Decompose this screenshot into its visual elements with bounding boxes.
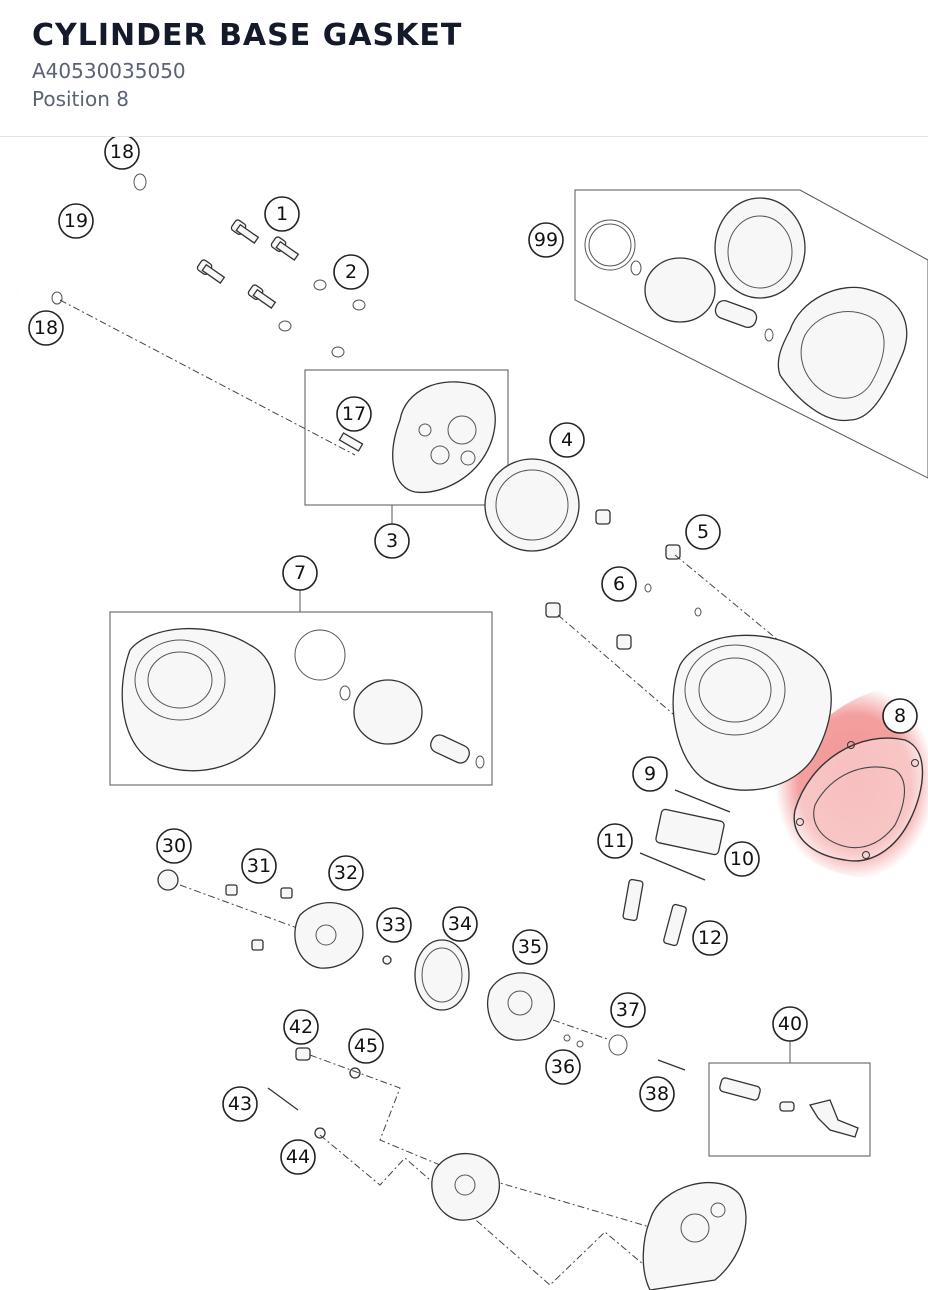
svg-text:37: 37: [616, 999, 640, 1021]
svg-text:7: 7: [294, 562, 306, 584]
actuator-linkage: [267, 1047, 747, 1290]
cylinder-head-bolts: [196, 219, 300, 309]
svg-text:18: 18: [34, 317, 58, 339]
coolant-hose: [6, 171, 204, 305]
svg-text:38: 38: [645, 1083, 669, 1105]
callout-18b[interactable]: 18: [28, 310, 64, 346]
callout-36[interactable]: 36: [545, 1049, 581, 1085]
callout-30[interactable]: 30: [156, 828, 192, 864]
svg-text:1: 1: [276, 203, 288, 225]
svg-text:31: 31: [247, 855, 271, 877]
callout-40[interactable]: 40: [772, 1006, 808, 1042]
cylinder-kit-box: [109, 611, 493, 786]
part-header: CYLINDER BASE GASKET A40530035050 Positi…: [0, 0, 928, 137]
callout-1[interactable]: 1: [264, 196, 300, 232]
callout-5[interactable]: 5: [685, 514, 721, 550]
part-title: CYLINDER BASE GASKET: [32, 18, 463, 53]
svg-text:33: 33: [382, 914, 406, 936]
svg-text:35: 35: [518, 936, 542, 958]
callout-3[interactable]: 3: [374, 523, 410, 559]
power-valve-cover-parts: [157, 869, 686, 1071]
callout-99[interactable]: 99: [528, 222, 564, 258]
svg-text:2: 2: [345, 261, 357, 283]
callout-35[interactable]: 35: [512, 929, 548, 965]
callout-9[interactable]: 9: [632, 756, 668, 792]
callout-10[interactable]: 10: [724, 841, 760, 877]
callout-32[interactable]: 32: [328, 855, 364, 891]
svg-text:43: 43: [228, 1093, 252, 1115]
callout-18[interactable]: 18: [104, 137, 140, 170]
cylinder-nuts: [545, 509, 702, 650]
gasket-kit-box: [574, 189, 928, 479]
head-gasket: [484, 458, 580, 552]
svg-text:32: 32: [334, 862, 358, 884]
cylinder-head-box: [304, 369, 509, 506]
svg-text:45: 45: [354, 1035, 378, 1057]
callout-8[interactable]: 8: [882, 698, 918, 734]
svg-text:40: 40: [778, 1013, 802, 1035]
callout-4[interactable]: 4: [549, 422, 585, 458]
callout-12[interactable]: 12: [692, 920, 728, 956]
cylinder-base-gasket: [793, 737, 924, 862]
callout-31[interactable]: 31: [241, 848, 277, 884]
part-number: A40530035050: [32, 59, 186, 83]
callout-11[interactable]: 11: [597, 823, 633, 859]
callout-37[interactable]: 37: [610, 992, 646, 1028]
valve-actuator-box: [708, 1062, 871, 1157]
callout-38[interactable]: 38: [639, 1076, 675, 1112]
svg-text:4: 4: [561, 429, 573, 451]
svg-text:19: 19: [64, 210, 88, 232]
callout-44[interactable]: 44: [280, 1139, 316, 1175]
callout-19[interactable]: 19: [58, 203, 94, 239]
svg-text:17: 17: [342, 403, 366, 425]
exploded-parts-diagram: 18 19 1 2 18 99 17 3 4 5 6 7 8 9 10 11 1…: [6, 137, 928, 1290]
svg-text:18: 18: [110, 141, 134, 163]
callout-33[interactable]: 33: [376, 907, 412, 943]
svg-text:11: 11: [603, 830, 627, 852]
svg-text:44: 44: [286, 1146, 310, 1168]
cylinder: [672, 634, 832, 791]
callout-34[interactable]: 34: [442, 906, 478, 942]
svg-text:42: 42: [289, 1016, 313, 1038]
svg-text:6: 6: [613, 573, 625, 595]
part-position: Position 8: [32, 87, 129, 111]
svg-text:30: 30: [162, 835, 186, 857]
svg-text:5: 5: [697, 521, 709, 543]
svg-text:9: 9: [644, 763, 656, 785]
svg-text:3: 3: [386, 530, 398, 552]
svg-text:34: 34: [448, 913, 472, 935]
callout-43[interactable]: 43: [222, 1086, 258, 1122]
washers: [278, 279, 366, 358]
svg-text:99: 99: [534, 229, 558, 251]
svg-text:10: 10: [730, 848, 754, 870]
callout-42[interactable]: 42: [283, 1009, 319, 1045]
needle-bearing-parts: [622, 789, 731, 947]
svg-text:12: 12: [698, 927, 722, 949]
callout-45[interactable]: 45: [348, 1028, 384, 1064]
svg-text:8: 8: [894, 705, 906, 727]
callout-2[interactable]: 2: [333, 254, 369, 290]
callout-17[interactable]: 17: [336, 396, 372, 432]
svg-text:36: 36: [551, 1056, 575, 1078]
callout-7[interactable]: 7: [282, 555, 318, 591]
callout-6[interactable]: 6: [601, 566, 637, 602]
